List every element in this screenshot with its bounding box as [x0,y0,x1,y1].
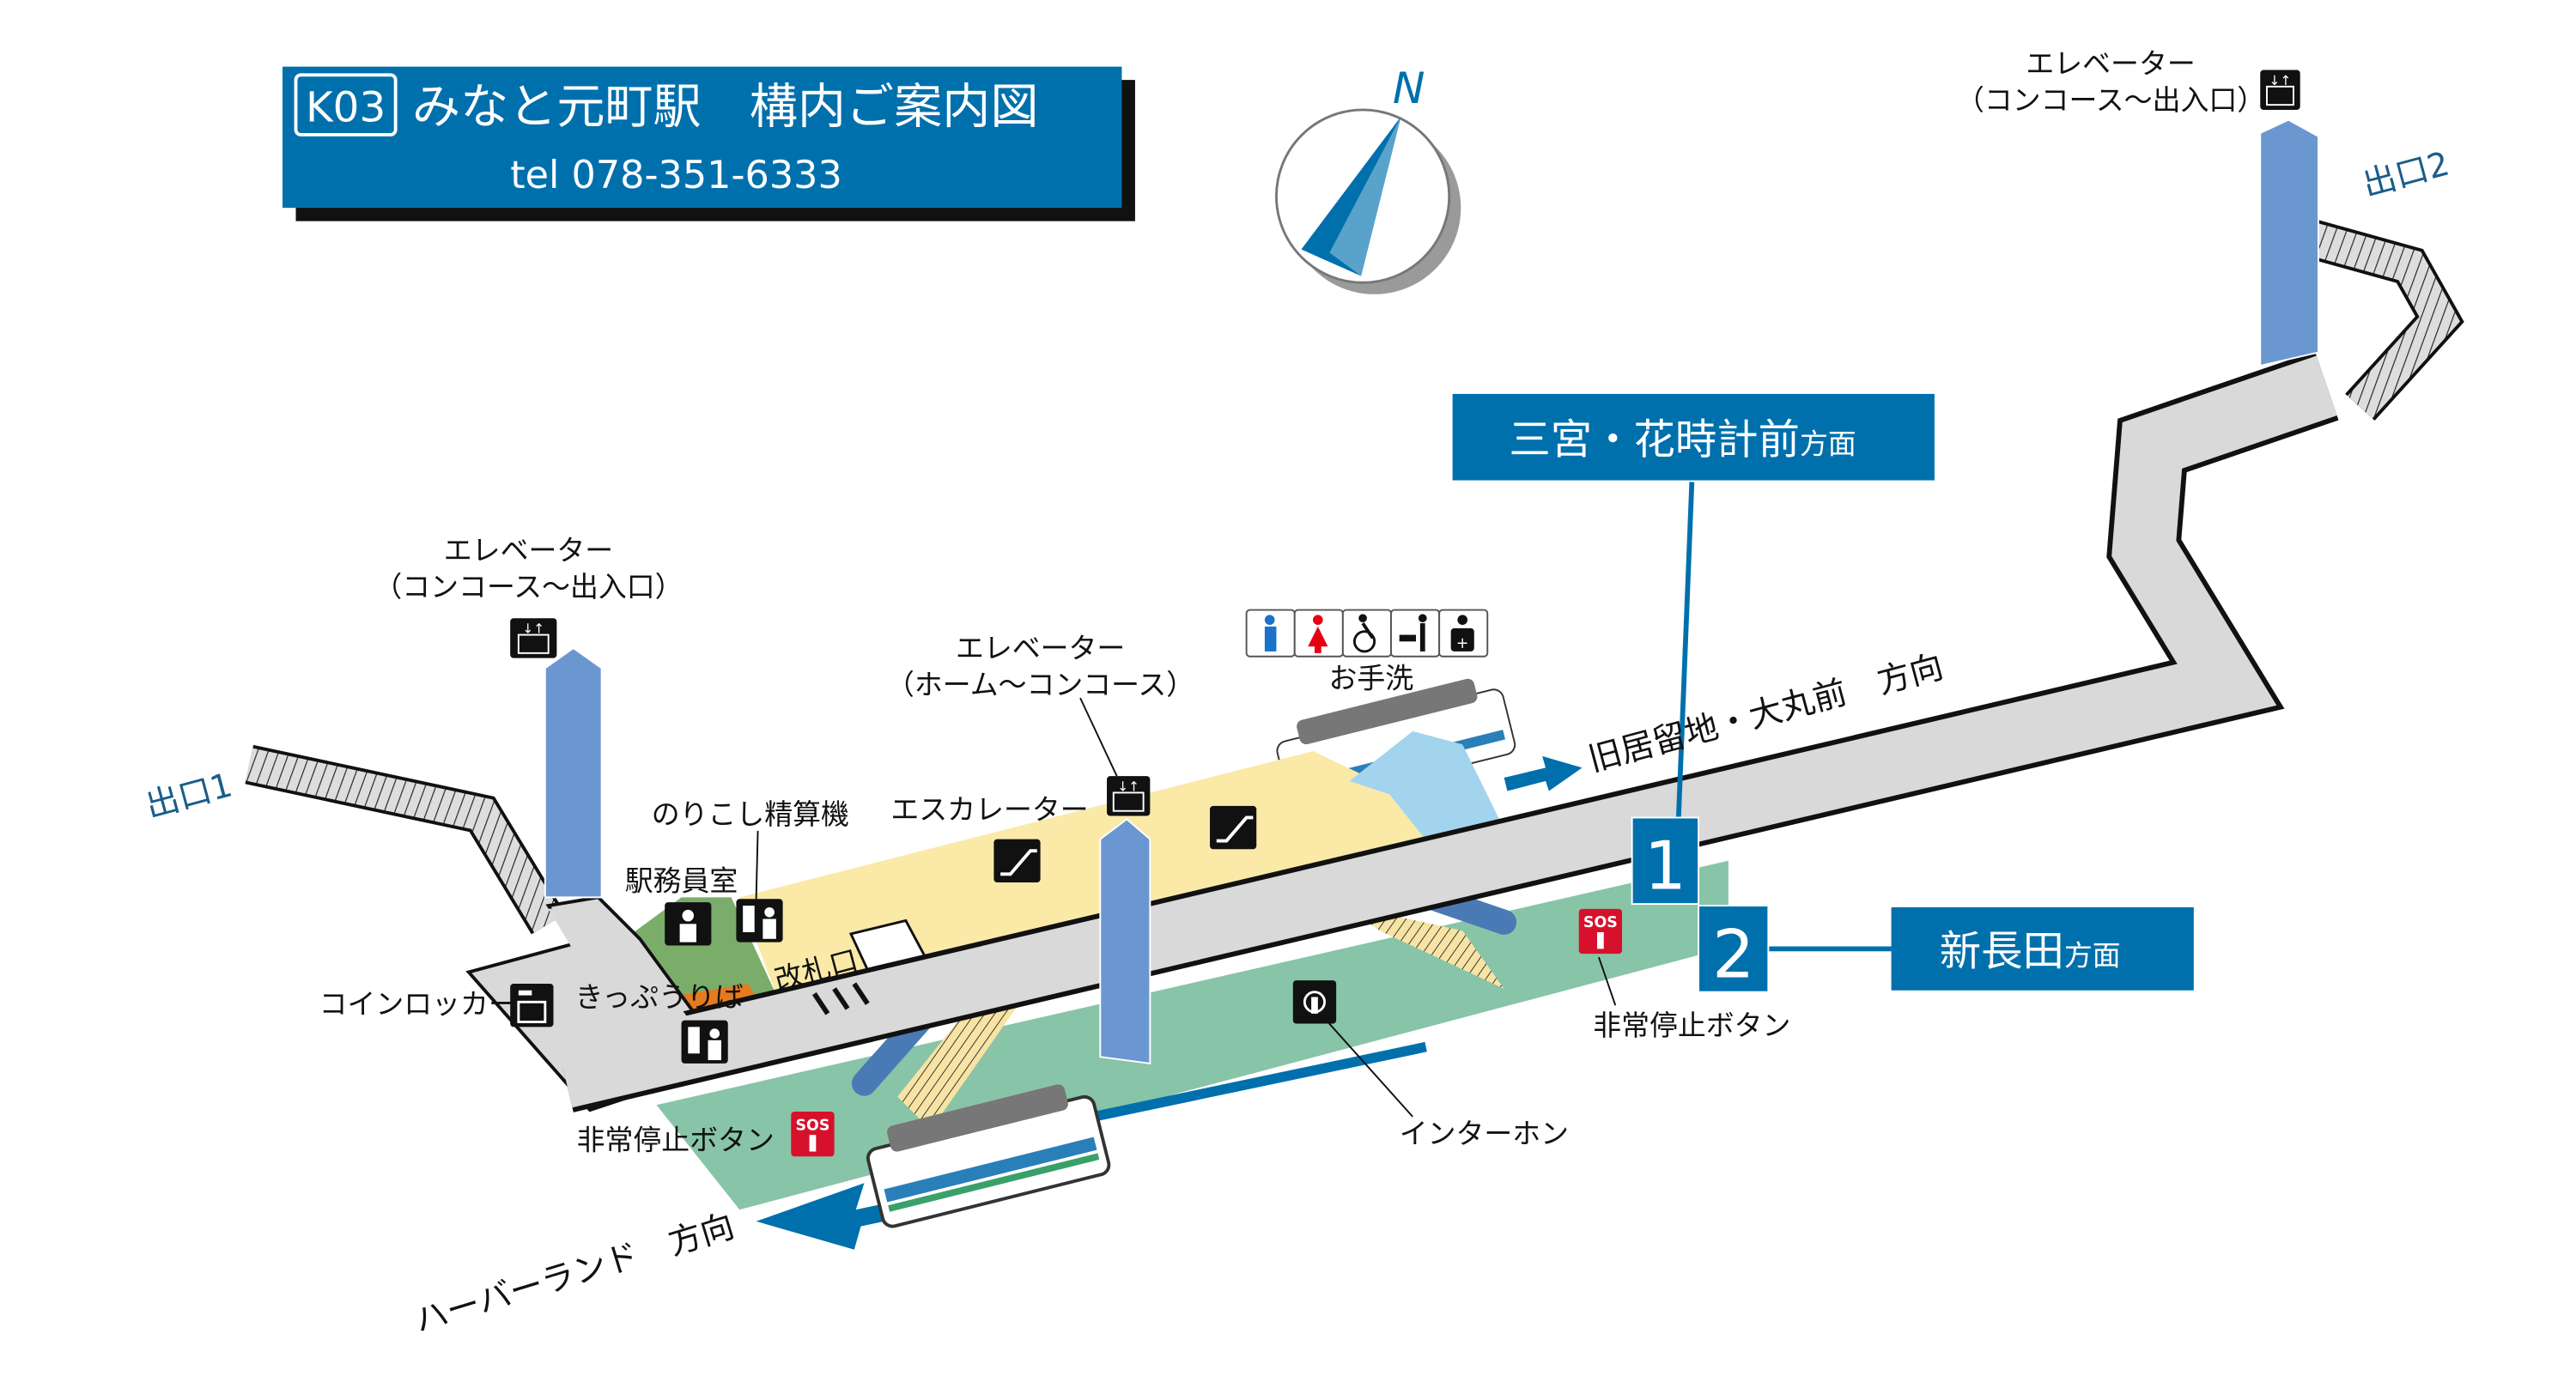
male-icon [1245,609,1296,658]
svg-text:↓↑: ↓↑ [2269,73,2292,88]
exit1-stairs [245,744,566,935]
exit2-label: 出口2 [2359,144,2453,204]
fare-adjust-machine-icon [736,899,783,943]
elevator-icon: ↓↑ [1107,776,1151,816]
elevator-icon: ↓↑ [2260,70,2300,110]
leader-line [755,830,759,900]
elevator-mid-sublabel: （ホーム～コンコース） [886,668,1194,701]
escalator-icon [1210,805,1257,850]
svg-text:三宮・花時計前方面: 三宮・花時計前方面 [1509,416,1856,464]
ticket-gate-icon [811,982,870,1015]
platform1-leader [1675,482,1695,818]
escalator-label: エスカレーター [890,792,1088,826]
exit2-stairs [2284,213,2464,421]
leader-line [1598,956,1617,1006]
svg-text:SOS: SOS [796,1117,830,1134]
emergency-stop-right-label: 非常停止ボタン [1593,1009,1790,1042]
elevator-mid-label: エレベーター [956,632,1125,665]
platform2-destination-sign: 新長田方面 [1891,906,2194,991]
emergency-stop-left-label: 非常停止ボタン [577,1124,775,1157]
compass-icon: N [1275,63,1461,294]
svg-text:2: 2 [1712,916,1754,993]
leader-line [1312,1004,1413,1118]
station-office-label: 駅務員室 [625,864,738,898]
svg-text:+: + [1456,635,1469,652]
elevator-left-shaft [544,646,603,899]
leader-line [1079,697,1118,777]
coin-locker-label: コインロッカー [319,987,517,1021]
elevator-right-shaft [2259,118,2319,367]
platform1-sign: 1 [1631,816,1700,906]
elevator-right-label: エレベーター [2026,46,2195,80]
platform2-sign: 2 [1698,905,1770,993]
east-arrow-icon [1504,755,1583,791]
sos-button-icon: SOS [791,1112,835,1157]
restroom-icons: + [1245,609,1489,658]
coin-locker-icon [510,984,554,1027]
stairs-right [1346,906,1504,989]
elevator-right-sublabel: （コンコース～出入口） [1956,83,2265,117]
station-name: みなと元町駅 構内ご案内図 [412,79,1038,135]
station-code-box [294,73,398,136]
sos-button-icon: SOS [1578,908,1623,955]
svg-text:↓↑: ↓↑ [522,621,544,637]
elevator-left-sublabel: （コンコース～出入口） [374,570,683,603]
exit1-label: 出口1 [142,766,236,826]
direction-west: ハーバーランド 方向 [410,1207,739,1341]
train-west [866,1084,1111,1228]
station-code: K03 [306,84,386,132]
intercom-label: インターホン [1400,1117,1569,1150]
elevator-icon: ↓↑ [510,618,557,658]
svg-text:1: 1 [1644,828,1686,906]
title-banner: K03 みなと元町駅 構内ご案内図 tel 078-351-6333 [283,66,1135,221]
svg-text:SOS: SOS [1583,914,1618,931]
baby-changing-icon [1390,609,1441,658]
ostomate-icon: + [1438,609,1489,658]
svg-text:↓↑: ↓↑ [1117,779,1139,795]
ticket-machine-icon [681,1020,728,1064]
elevator-mid-shaft [1099,818,1151,1065]
restroom-label: お手洗 [1328,662,1413,695]
north-label: N [1393,63,1425,113]
telephone: tel 078-351-6333 [510,154,842,197]
svg-text:新長田方面: 新長田方面 [1940,928,2121,976]
station-staff-icon [665,902,712,946]
intercom-icon [1292,980,1337,1024]
elevator-left-label: エレベーター [444,533,613,567]
platform1-destination-sign: 三宮・花時計前方面 [1452,393,1935,481]
concourse-corridor [465,350,2339,1112]
ticket-office-label: きっぷうりば [575,980,744,1014]
escalator-icon [993,839,1041,882]
wheelchair-icon [1341,609,1392,658]
female-icon [1293,609,1344,658]
fare-adjust-label: のりこし精算機 [652,797,849,831]
